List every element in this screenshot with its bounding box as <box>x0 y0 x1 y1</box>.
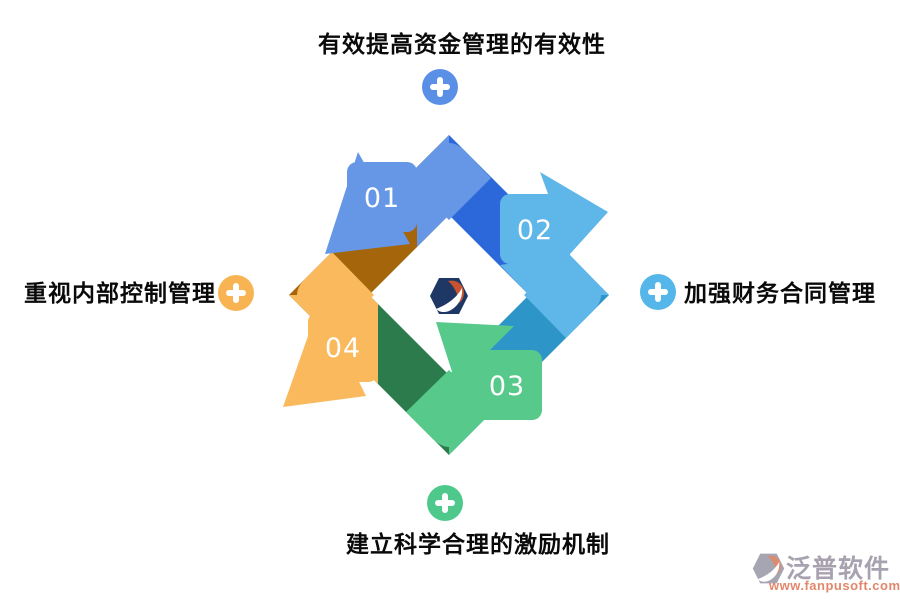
arrowhead-step-2 <box>540 172 608 254</box>
step-box-2 <box>500 194 570 264</box>
plus-icon-right <box>640 274 676 310</box>
logo-white-swoosh <box>436 288 463 313</box>
tail-step-2 <box>500 255 609 296</box>
plus-glyph <box>233 283 239 303</box>
label-top: 有效提高资金管理的有效性 <box>318 31 606 57</box>
plus-glyph <box>442 493 448 513</box>
step-number-3: 03 <box>489 371 525 402</box>
center-logo <box>430 278 468 314</box>
watermark: 泛普软件 www.fanpusoft.com <box>750 549 900 595</box>
plus-icon-top <box>422 69 458 105</box>
plus-glyph <box>437 77 443 97</box>
step-number-1: 01 <box>364 183 400 214</box>
step-box-3 <box>472 350 542 420</box>
plus-icon-left <box>218 275 254 311</box>
watermark-logo-icon <box>752 553 785 584</box>
tail-step-1 <box>417 135 449 247</box>
step-box-4 <box>308 312 378 382</box>
step-number-2: 02 <box>517 215 553 246</box>
plus-glyph <box>655 282 661 302</box>
plus-icon-bottom <box>427 485 463 521</box>
step-box-1 <box>347 162 417 232</box>
cycle-diagram: 01 02 03 04 <box>283 134 612 458</box>
label-bottom: 建立科学合理的激励机制 <box>346 531 610 557</box>
label-left: 重视内部控制管理 <box>24 280 216 306</box>
step-boxes: 01 02 03 04 <box>308 162 570 420</box>
step-number-4: 04 <box>325 333 361 364</box>
label-right: 加强财务合同管理 <box>684 280 876 306</box>
watermark-url: www.fanpusoft.com <box>769 578 900 593</box>
watermark-brand: 泛普软件 <box>786 555 891 583</box>
